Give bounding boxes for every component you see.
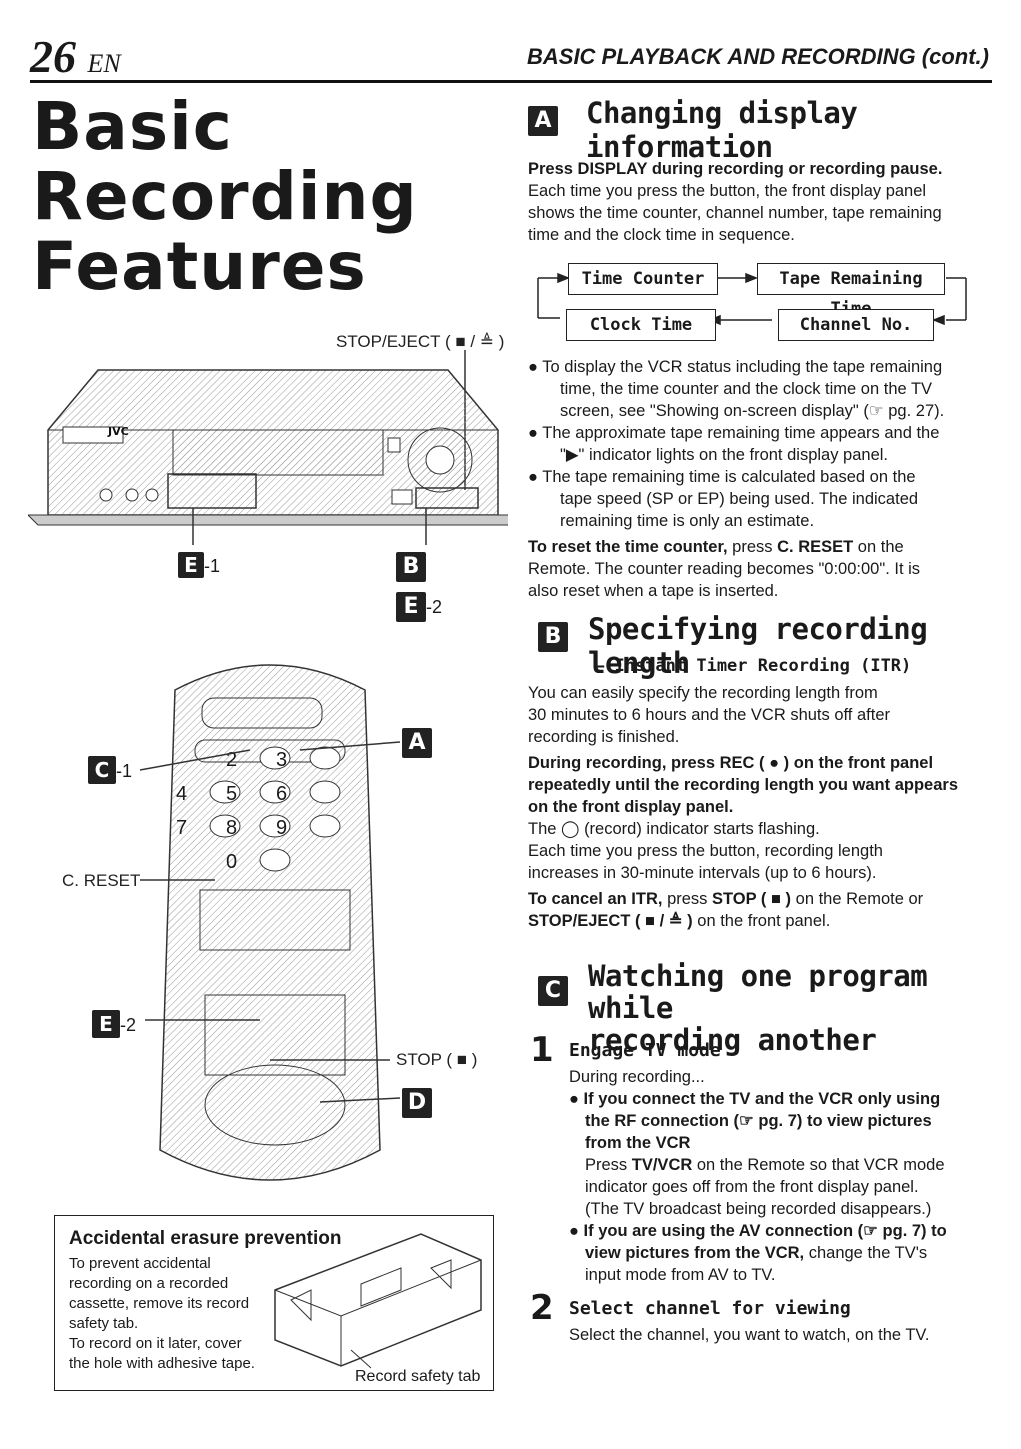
lang-code: EN bbox=[87, 49, 121, 78]
key-4: 4 bbox=[176, 783, 188, 805]
bullet-item: ● The tape remaining time is calculated … bbox=[528, 468, 919, 530]
section-c-title: Watching one program while recording ano… bbox=[588, 959, 928, 1057]
section-a-badge: A bbox=[528, 106, 558, 136]
remote-illustration bbox=[159, 664, 381, 1181]
running-header: BASIC PLAYBACK AND RECORDING (cont.) bbox=[527, 44, 989, 69]
step-1-body: During recording... ● If you connect the… bbox=[569, 1068, 947, 1284]
clock-time-box: Clock Time bbox=[566, 309, 716, 341]
erasure-text: To prevent accidental recording on a rec… bbox=[69, 1255, 255, 1372]
cassette-illustration bbox=[274, 1233, 482, 1369]
vcr-illustration: JVC bbox=[28, 350, 508, 545]
bullet-item: ● To display the VCR status including th… bbox=[528, 358, 945, 420]
stop-eject-label: STOP/EJECT ( ■ / ≜ ) bbox=[336, 332, 505, 351]
key-3: 3 bbox=[276, 749, 288, 771]
section-a-text: Press DISPLAY during recording or record… bbox=[528, 160, 943, 244]
key-8: 8 bbox=[226, 817, 238, 839]
page-title: Basic Recording Features bbox=[32, 92, 418, 302]
callout-d: D bbox=[402, 1088, 432, 1118]
header-rule bbox=[30, 80, 992, 83]
callout-e2: E-2 bbox=[396, 592, 442, 622]
step-2-title: Select channel for viewing bbox=[569, 1298, 851, 1319]
key-7: 7 bbox=[176, 817, 188, 839]
section-a-bullets: ● To display the VCR status including th… bbox=[528, 356, 998, 602]
step-1-title: Engage TV mode bbox=[569, 1040, 721, 1061]
title-line: Features bbox=[32, 228, 367, 305]
title-line: Basic bbox=[32, 88, 233, 165]
callout-c1: C-1 bbox=[88, 756, 132, 784]
callout-b: B bbox=[396, 552, 426, 582]
key-2: 2 bbox=[226, 749, 238, 771]
channel-no-box: Channel No. bbox=[778, 309, 934, 341]
tape-remaining-box: Tape Remaining Time bbox=[757, 263, 945, 319]
erasure-title: Accidental erasure prevention bbox=[69, 1228, 342, 1249]
callout-e1: E-1 bbox=[178, 552, 220, 578]
erasure-prevention-box: Accidental erasure prevention To prevent… bbox=[54, 1215, 494, 1391]
c-reset-label: C. RESET bbox=[62, 871, 141, 890]
cancel-itr-text: To cancel an ITR, press STOP ( ■ ) on th… bbox=[528, 890, 924, 908]
section-b-badge: B bbox=[538, 622, 568, 652]
display-cycle-arrows bbox=[537, 272, 967, 326]
time-counter-box: Time Counter bbox=[568, 263, 718, 295]
step-1-number: 1 bbox=[530, 1030, 554, 1070]
step-2-body: Select the channel, you want to watch, o… bbox=[569, 1326, 930, 1344]
page-number: 26 EN bbox=[30, 31, 121, 82]
callout-e2-remote: E-2 bbox=[92, 1010, 136, 1038]
reset-counter-text: To reset the time counter, press C. RESE… bbox=[528, 538, 904, 556]
callout-a: A bbox=[402, 728, 432, 758]
record-safety-tab-label: Record safety tab bbox=[355, 1368, 481, 1385]
key-5: 5 bbox=[226, 783, 238, 805]
stop-label: STOP ( ■ ) bbox=[396, 1050, 478, 1069]
section-b-title: Specifying recording length bbox=[588, 612, 928, 680]
section-a-title: Changing display information bbox=[586, 96, 858, 164]
section-b-subtitle: — Instant Timer Recording (ITR) bbox=[594, 656, 912, 676]
key-6: 6 bbox=[276, 783, 288, 805]
brand-logo: JVC bbox=[107, 425, 129, 438]
title-line: Recording bbox=[32, 158, 418, 235]
step-2-number: 2 bbox=[530, 1288, 554, 1328]
section-c-badge: C bbox=[538, 976, 568, 1006]
remote-leader-lines bbox=[139, 741, 401, 1103]
bullet-item: ● The approximate tape remaining time ap… bbox=[528, 424, 940, 464]
key-9: 9 bbox=[276, 817, 288, 839]
section-b-text: You can easily specify the recording len… bbox=[528, 682, 998, 932]
key-0: 0 bbox=[226, 851, 238, 873]
